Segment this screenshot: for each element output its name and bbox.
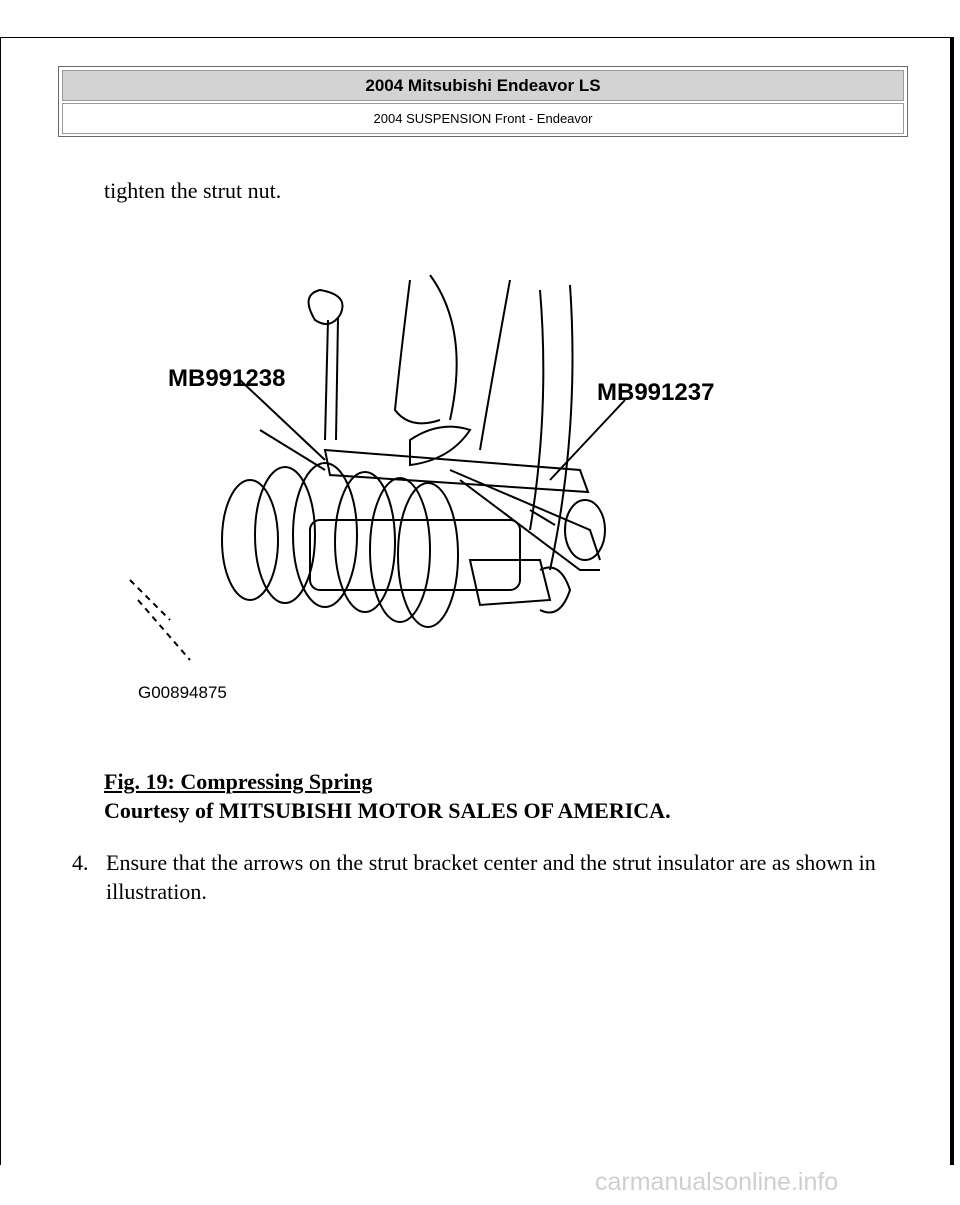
figure-code: G00894875: [138, 683, 227, 702]
vehicle-title: 2004 Mitsubishi Endeavor LS: [62, 70, 904, 101]
step-number: 4.: [72, 850, 89, 875]
figure-caption: Fig. 19: Compressing Spring Courtesy of …: [104, 767, 671, 825]
spring-compressor-illustration: MB991238 MB991237 G00894875: [129, 274, 714, 702]
section-title: 2004 SUSPENSION Front - Endeavor: [62, 103, 904, 134]
site-watermark: carmanualsonline.info: [595, 1168, 839, 1196]
figure-caption-credit: Courtesy of MITSUBISHI MOTOR SALES OF AM…: [104, 798, 671, 823]
callout-mb991237: MB991237: [597, 379, 714, 406]
document-header: 2004 Mitsubishi Endeavor LS 2004 SUSPENS…: [58, 66, 908, 137]
step-text: Ensure that the arrows on the strut brac…: [106, 850, 876, 904]
figure-compressing-spring: MB991238 MB991237 G00894875: [110, 270, 770, 710]
figure-caption-title[interactable]: Fig. 19: Compressing Spring: [104, 769, 373, 794]
intro-text: tighten the strut nut.: [104, 178, 282, 203]
page-frame: [0, 37, 954, 1165]
callout-mb991238: MB991238: [168, 365, 285, 392]
